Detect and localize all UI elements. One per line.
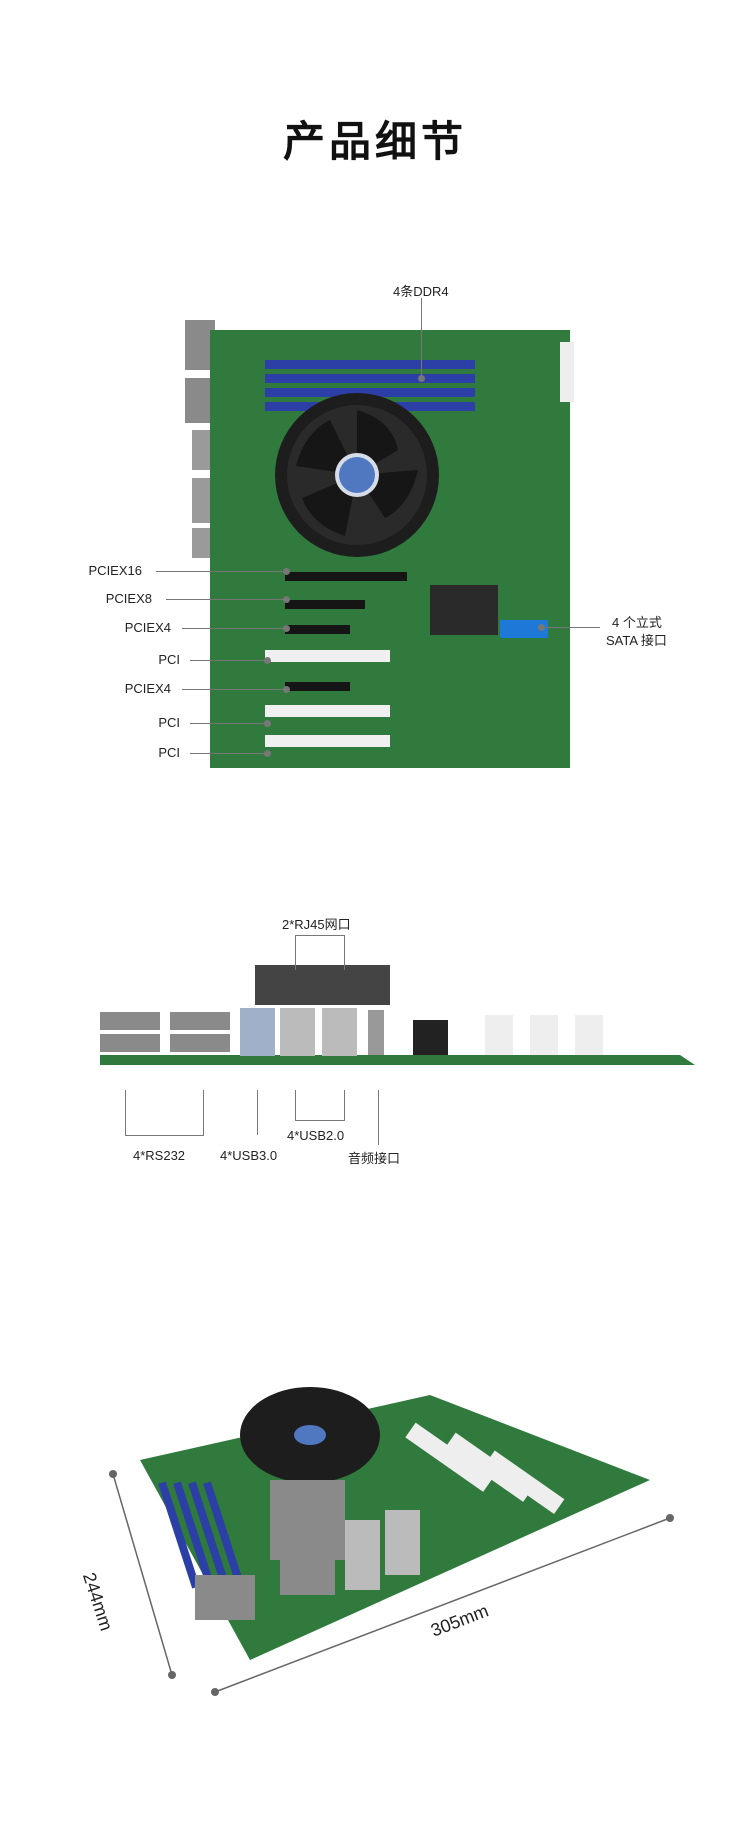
callout-leader xyxy=(295,1120,345,1121)
motherboard-io-view xyxy=(100,965,695,1065)
callout-dot xyxy=(283,568,290,575)
callout-leader xyxy=(421,298,422,378)
callout-leader xyxy=(190,723,265,724)
callout-slot-3: PCIEX4 xyxy=(124,620,171,635)
motherboard-iso-view xyxy=(109,1387,674,1696)
callout-leader xyxy=(190,660,265,661)
callout-leader xyxy=(295,1090,296,1120)
callout-leader xyxy=(257,1090,258,1135)
page-title: 产品细节 xyxy=(282,118,467,165)
callout-leader xyxy=(295,935,345,936)
callout-dot xyxy=(418,375,425,382)
callout-ddr4: 4条DDR4 xyxy=(393,284,449,299)
callout-dot xyxy=(264,750,271,757)
callout-dot xyxy=(264,657,271,664)
callout-slot-1: PCIEX16 xyxy=(88,563,142,578)
callout-leader xyxy=(378,1090,379,1145)
callout-dot xyxy=(264,720,271,727)
callout-dot xyxy=(283,686,290,693)
callout-leader xyxy=(156,571,284,572)
callout-dot xyxy=(538,624,545,631)
callout-leader xyxy=(182,628,284,629)
callout-rj45: 2*RJ45网口 xyxy=(282,917,351,932)
callout-slot-6: PCI xyxy=(158,715,180,730)
callout-slot-5: PCIEX4 xyxy=(124,681,171,696)
callout-leader xyxy=(344,1090,345,1120)
callout-usb3: 4*USB3.0 xyxy=(220,1148,278,1163)
callout-dot xyxy=(283,596,290,603)
callout-sata-line1: 4 个立式 xyxy=(612,615,662,630)
callout-leader xyxy=(295,935,296,970)
callout-rs232: 4*RS232 xyxy=(133,1148,186,1163)
callout-slot-2: PCIEX8 xyxy=(105,591,152,606)
callout-leader xyxy=(203,1090,204,1135)
callout-leader xyxy=(344,935,345,970)
callout-slot-7: PCI xyxy=(158,745,180,760)
callout-leader xyxy=(190,753,265,754)
callout-sata-line2: SATA 接口 xyxy=(606,633,667,648)
callout-leader xyxy=(182,689,284,690)
callout-leader xyxy=(125,1090,126,1135)
callout-leader xyxy=(125,1135,204,1136)
callout-audio: 音频接口 xyxy=(348,1151,401,1166)
callout-leader xyxy=(166,599,284,600)
callout-leader xyxy=(545,627,600,628)
callout-slot-4: PCI xyxy=(158,652,180,667)
motherboard-top-view xyxy=(185,320,574,768)
callout-usb2: 4*USB2.0 xyxy=(287,1128,345,1143)
callout-dot xyxy=(283,625,290,632)
